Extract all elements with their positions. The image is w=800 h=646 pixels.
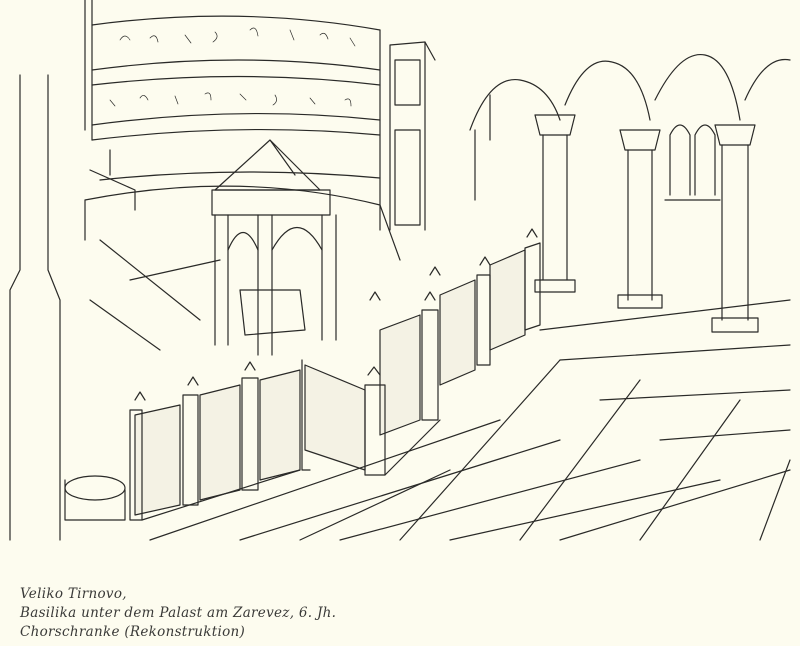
caption-location: Veliko Tirnovo, bbox=[20, 586, 127, 602]
arcade bbox=[469, 53, 791, 333]
basilica-reconstruction-drawing bbox=[9, 0, 791, 541]
caption-building: Basilika unter dem Palast am Zarevez, 6.… bbox=[20, 605, 337, 621]
chancel-screen bbox=[129, 228, 541, 521]
floor-paving bbox=[89, 239, 791, 541]
figure-caption: Veliko Tirnovo, Basilika unter dem Palas… bbox=[20, 585, 336, 642]
ciborium bbox=[211, 139, 337, 356]
caption-subject: Chorschranke (Rekonstruktion) bbox=[20, 624, 246, 640]
left-wall bbox=[9, 0, 126, 541]
apse-wall bbox=[84, 15, 436, 261]
